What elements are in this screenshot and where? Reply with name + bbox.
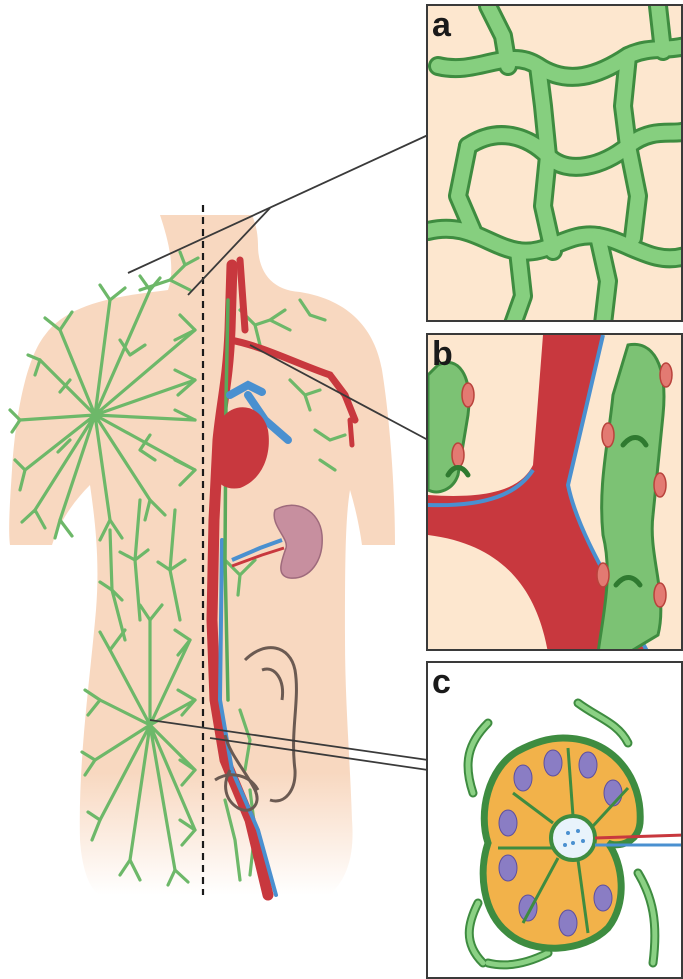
lymphatic-capillary-network xyxy=(428,6,683,322)
panel-c: c xyxy=(426,661,683,979)
panel-letter-c: c xyxy=(432,665,451,699)
collecting-lymphatic-vessels xyxy=(428,335,683,651)
panel-letter-a: a xyxy=(432,8,451,42)
panel-letter-b: b xyxy=(432,337,453,371)
panel-b: b xyxy=(426,333,683,651)
panel-a: a xyxy=(426,4,683,322)
lymph-node-diagram xyxy=(428,663,683,979)
